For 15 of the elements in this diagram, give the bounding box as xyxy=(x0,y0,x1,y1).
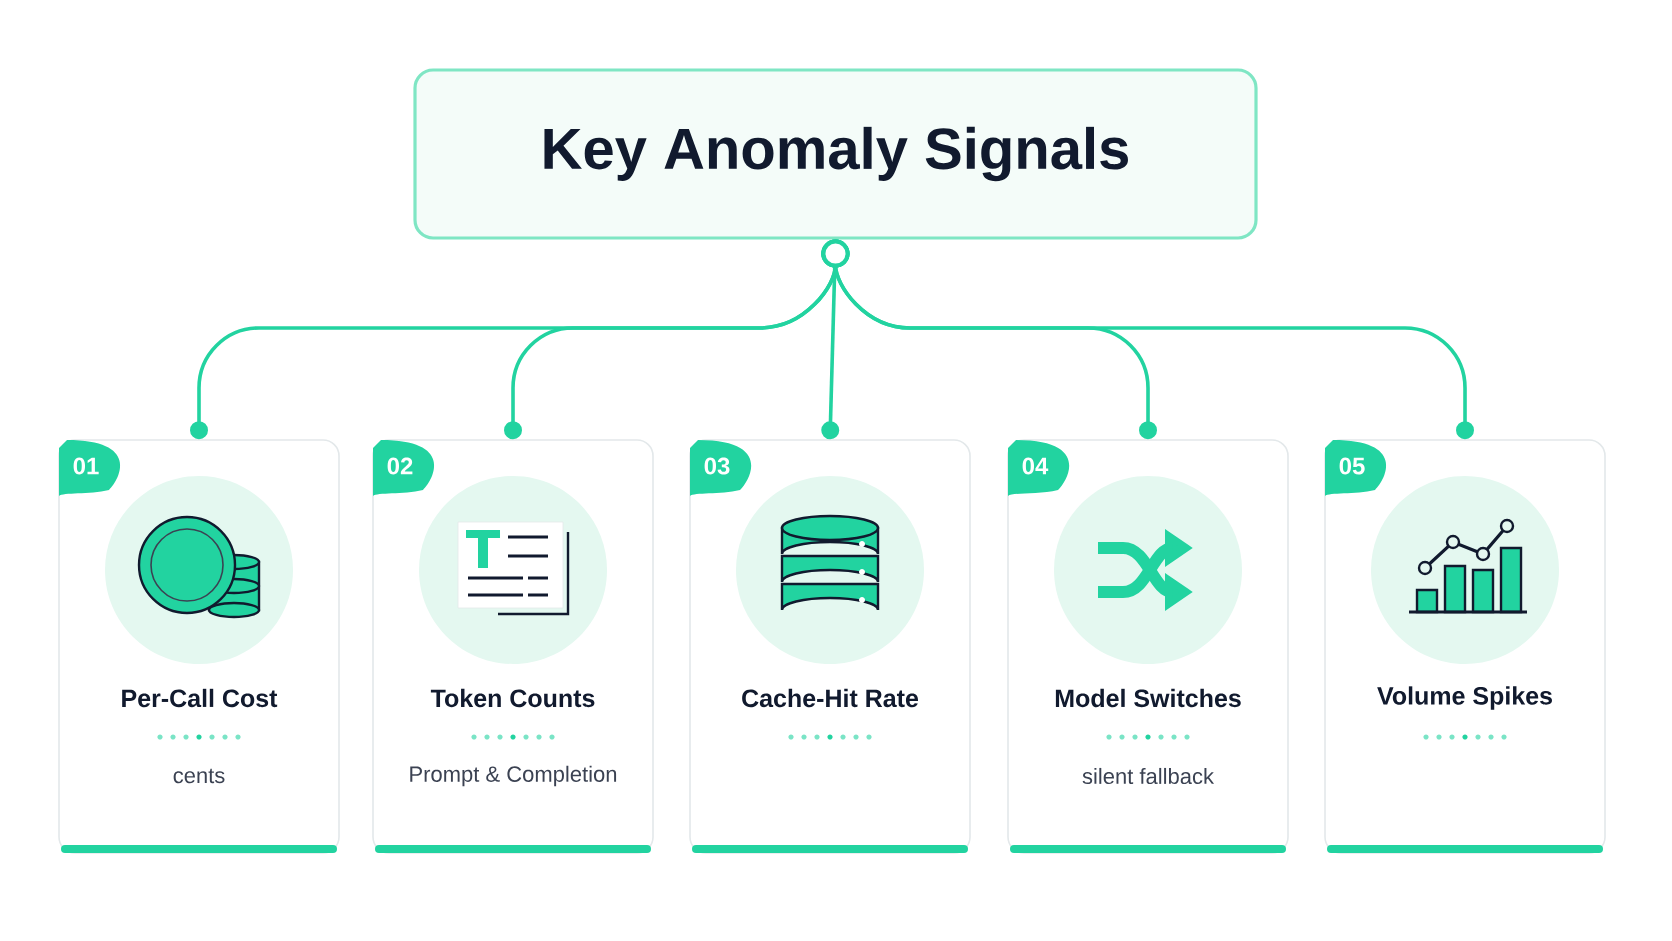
card-title: Volume Spikes xyxy=(1377,686,1552,710)
card-subtitle: silent fallback xyxy=(1082,767,1215,785)
card-title: Per-Call Cost xyxy=(122,688,278,708)
card-subtitle: cents xyxy=(173,768,225,784)
title-box: Key Anomaly Signals xyxy=(413,68,1258,240)
card-subtitle: Prompt & Completion xyxy=(410,765,617,787)
card-title: Model Switches xyxy=(1055,688,1241,708)
number-badge: 04 xyxy=(1008,440,1070,496)
number-badge: 03 xyxy=(690,440,752,496)
number-badge: 01 xyxy=(59,440,121,496)
card-title: Cache-Hit Rate xyxy=(742,688,918,708)
card-title: Token Counts xyxy=(430,688,595,708)
connector xyxy=(821,239,1474,440)
number-badge: 05 xyxy=(1325,440,1387,496)
number-badge: 02 xyxy=(373,440,435,496)
